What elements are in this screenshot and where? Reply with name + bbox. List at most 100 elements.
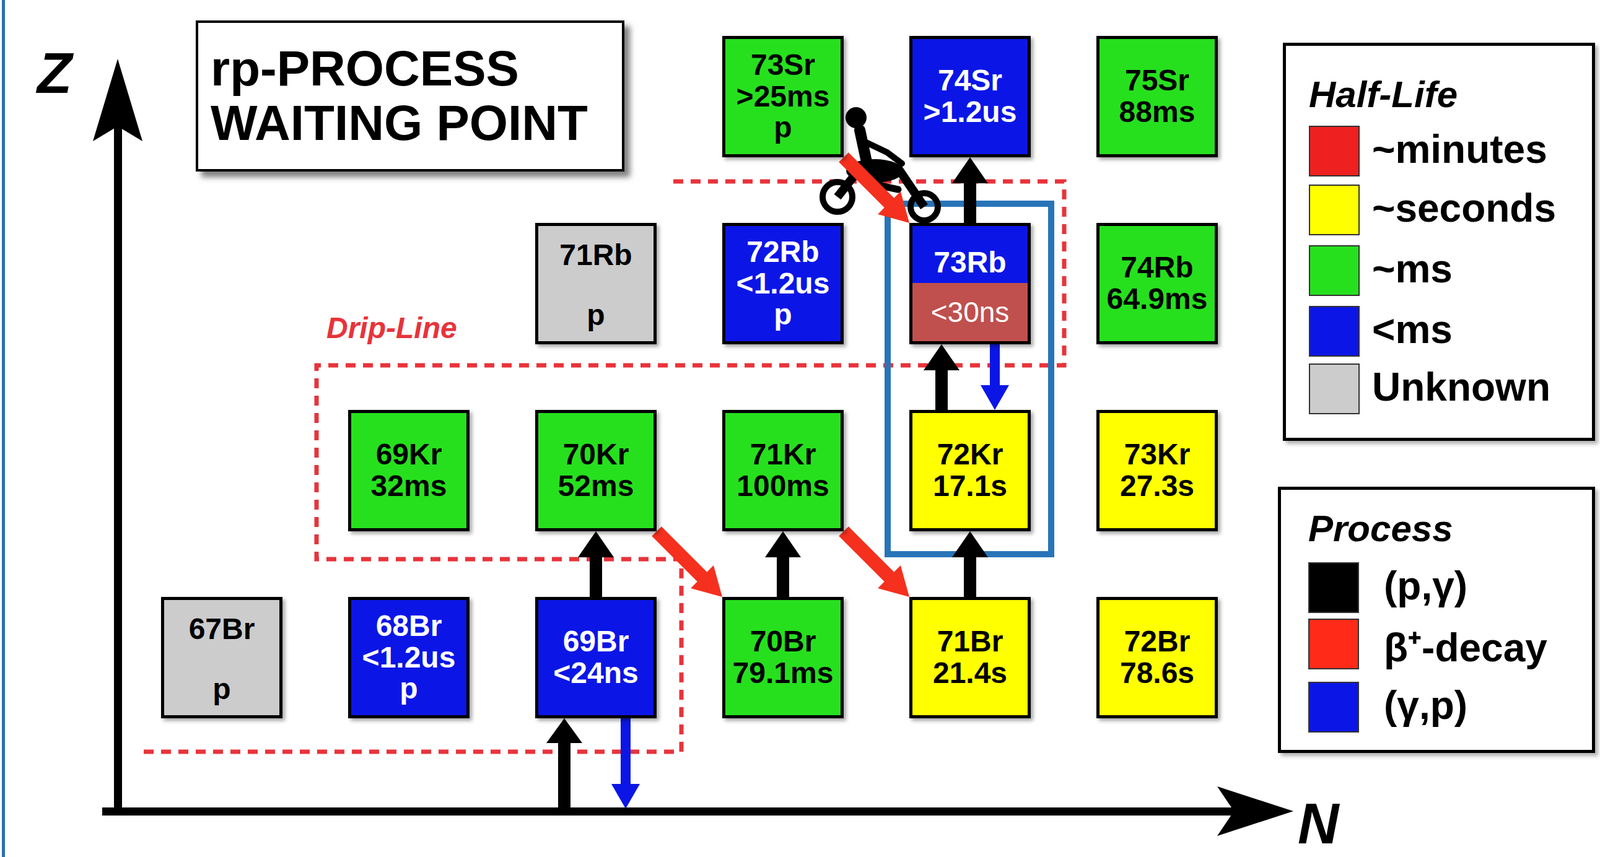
nuclide-name: 71Br — [937, 626, 1004, 658]
legend-text: ~seconds — [1372, 185, 1557, 232]
axis-label: Z — [37, 40, 72, 107]
title-text: rp-PROCESS WAITING POINT — [210, 41, 614, 151]
nuclide-box: 70Kr52ms — [535, 410, 657, 532]
nuclide-name: 74Sr — [937, 65, 1003, 97]
nuclide-box: 70Br79.1ms — [722, 597, 844, 719]
nuclide-box: 73Kr27.3s — [1096, 410, 1218, 532]
nuclide-value: 88ms — [1119, 96, 1196, 129]
nuclide-box: 74Sr>1.2us — [909, 35, 1031, 158]
nuclide-box: 71Kr100ms — [722, 410, 844, 532]
legend-swatch — [1308, 562, 1360, 614]
legend-heading: Process — [1308, 507, 1454, 551]
nuclide-name: 72Rb — [746, 236, 819, 269]
legend-text: ~minutes — [1372, 126, 1548, 173]
legend-swatch — [1308, 618, 1360, 670]
nuclide-name: 72Kr — [937, 439, 1004, 471]
title-box: rp-PROCESS WAITING POINT — [195, 20, 625, 172]
nuclide-name: 73Rb — [933, 247, 1006, 279]
photodisintegration-arrow — [611, 718, 640, 809]
nuclide-name: 75Sr — [1124, 65, 1190, 97]
nuclide-box: 73Sr>25msp — [722, 35, 844, 158]
nuclide-box: 73Rb <30ns — [909, 222, 1031, 345]
axis-label: N — [1297, 791, 1339, 857]
nuclide-name: 68Br — [375, 610, 443, 643]
process-arrow — [838, 526, 910, 598]
nuclide-box: 72Rb<1.2usp — [722, 222, 844, 345]
nuclide-name: 69Kr — [375, 439, 443, 471]
legend-heading: Half-Life — [1308, 73, 1458, 116]
nuclide-name: 67Br — [188, 613, 256, 646]
drip-line-label: Drip-Line — [326, 310, 458, 346]
legend-swatch — [1308, 184, 1360, 236]
process-arrow — [577, 531, 614, 598]
legend-text: ~ms — [1372, 245, 1453, 292]
nuclide-box: 71Rb p — [535, 222, 657, 345]
process-arrow — [923, 344, 960, 411]
nuclide-value: <1.2us — [362, 642, 456, 674]
nuclide-value: 32ms — [371, 470, 448, 503]
nuclide-value: 100ms — [736, 470, 829, 503]
nuclide-box: 75Sr88ms — [1096, 35, 1218, 158]
legend-swatch — [1308, 681, 1360, 733]
nuclide-value: p — [773, 112, 792, 144]
nuclide-value: <1.2us — [736, 268, 831, 300]
process-arrow — [765, 531, 801, 598]
nuclide-value: >1.2us — [923, 96, 1018, 129]
nuclide-box: 69Br<24ns — [535, 597, 657, 719]
nuclide-box: 72Br78.6s — [1096, 597, 1218, 719]
n-axis — [102, 807, 1236, 816]
nuclide-value: >25ms — [736, 81, 831, 113]
legend-swatch — [1308, 306, 1360, 357]
nuclide-name: 71Kr — [750, 439, 817, 471]
process-arrow — [651, 526, 723, 598]
nuclide-name: 71Rb — [559, 239, 632, 272]
nuclide-value: p — [212, 673, 231, 706]
nuclide-value: 17.1s — [932, 470, 1008, 503]
legend-text: <ms — [1372, 306, 1453, 353]
frame-line — [1, 0, 5, 857]
drip-line — [139, 181, 1065, 752]
nuclide-name: 72Br — [1124, 626, 1191, 658]
process-arrow — [838, 152, 910, 223]
highlight-frame — [887, 203, 1052, 555]
nuclide-box: 74Rb64.9ms — [1096, 222, 1218, 345]
nuclide-value: 64.9ms — [1106, 283, 1208, 316]
process-arrow — [952, 157, 988, 223]
capture-arrow — [546, 718, 583, 809]
nuclide-name: <30ns — [931, 297, 1010, 328]
nuclide-box: 69Kr32ms — [348, 410, 470, 532]
nuclide-name: 73Kr — [1124, 439, 1191, 471]
nuclide-value: p — [773, 299, 792, 331]
nuclide-name: 70Kr — [563, 439, 630, 471]
legend-panel: (p,γ)β⁺-decay(γ,p)Process — [1277, 486, 1596, 754]
nuclide-value: <24ns — [553, 657, 639, 690]
nuclide-box: 71Br21.4s — [909, 597, 1031, 719]
nuclide-value: p — [399, 673, 418, 705]
legend-panel: ~minutes ~seconds ~ms <msUnknown Half-Life — [1282, 42, 1596, 442]
nuclide-name: 74Rb — [1120, 252, 1194, 284]
legend-swatch — [1308, 245, 1360, 297]
nuclide-value: 27.3s — [1119, 470, 1195, 503]
legend-text: Unknown — [1372, 364, 1551, 411]
nuclide-name: 70Br — [750, 626, 817, 658]
nuclide-value: 78.6s — [1119, 657, 1195, 690]
nuclide-value: 52ms — [558, 470, 635, 503]
legend-swatch — [1308, 125, 1360, 177]
z-axis-head — [92, 58, 143, 142]
nuclide-value: p — [586, 299, 605, 332]
nuclide-name: 73Sr — [750, 49, 816, 82]
nuclide-name: 69Br — [563, 626, 630, 658]
nuclide-value: 79.1ms — [732, 657, 834, 690]
n-axis-head — [1217, 786, 1294, 837]
nuclide-value: 21.4s — [932, 657, 1008, 690]
legend-text: (p,γ) — [1383, 563, 1468, 609]
legend-text: β⁺-decay — [1383, 619, 1548, 674]
nuclide-box: 72Kr17.1s — [909, 410, 1031, 532]
nuclide-box: 68Br<1.2usp — [348, 597, 470, 719]
half-life-band: <30ns — [912, 283, 1028, 342]
nuclide-box: 67Br p — [161, 597, 283, 719]
process-arrow — [980, 344, 1010, 411]
legend-swatch — [1308, 363, 1360, 415]
process-arrow — [952, 531, 988, 598]
